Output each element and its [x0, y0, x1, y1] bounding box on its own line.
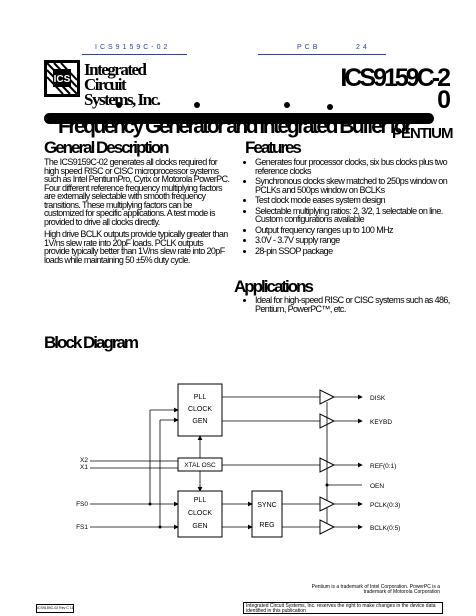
input-oen-label: OEN [370, 483, 384, 490]
feature-item: Generates four processor clocks, six bus… [255, 158, 451, 176]
input-x2-label: X2 [80, 457, 88, 464]
ics-logo-icon: ICS [44, 60, 80, 97]
features-heading: Features [245, 138, 302, 157]
pll-top-line-2: CLOCK [188, 406, 212, 413]
applications-heading: Applications [234, 277, 314, 296]
header-rule-left [82, 54, 187, 55]
disclaimer-box: Integrated Circuit Systems, Inc. reserve… [243, 602, 443, 614]
output-keybd-label: KEYBD [370, 419, 392, 426]
junction-dot [325, 483, 329, 487]
feature-item: 3.0V - 3.7V supply range [255, 236, 451, 245]
title-dot [284, 102, 290, 108]
applications-list: Ideal for high-speed RISC or CISC system… [245, 296, 451, 315]
sync-reg-box [251, 490, 283, 538]
part-number-line-2: 0 [437, 86, 451, 114]
ics-logo: ICS [44, 60, 80, 97]
logo-text: ICS [54, 74, 71, 85]
pll-bottom-line-1: PLL [194, 497, 207, 504]
feature-item: Test clock mode eases system design [255, 196, 451, 205]
input-fs0-label: FS0 [76, 501, 88, 508]
title-underline-bar [44, 113, 434, 124]
pll-bottom-line-2: CLOCK [188, 510, 212, 517]
pcb-label: PCB [297, 44, 321, 51]
pentium-title: PENTIUM [392, 125, 453, 142]
pll-top-line-3: GEN [192, 418, 207, 425]
pcb-value: 24 [356, 44, 370, 51]
feature-item: Synchronous clocks skew matched to 250ps… [255, 177, 451, 195]
buffer-disk-icon [319, 389, 336, 405]
trademark-note: Pentium is a trademark of Intel Corporat… [311, 584, 440, 595]
revision-box: ICS9159C-02 Rev C 11/07/97 [36, 604, 74, 613]
features-list: Generates four processor clocks, six bus… [245, 158, 451, 257]
pll-bottom-line-3: GEN [192, 523, 207, 530]
title-dot [327, 104, 333, 110]
title-dot [194, 102, 200, 108]
feature-item: Output frequency ranges up to 100 MHz [255, 225, 451, 235]
part-number: ICS9159C-2 0 [308, 64, 451, 114]
feature-item: 28-pin SSOP package [255, 246, 451, 256]
general-description-heading: General Description [44, 138, 170, 157]
xtal-osc-label: XTAL OSC [184, 462, 216, 469]
part-number-line-1: ICS9159C-2 [340, 64, 451, 92]
company-name: Integrated Circuit Systems, Inc. [84, 60, 161, 109]
company-line-3: Systems, Inc. [84, 90, 161, 109]
general-description-paragraph-1: The ICS9159C-02 generates all clocks req… [44, 157, 230, 227]
buffer-bclk-icon [319, 519, 336, 535]
buffer-pclk-icon [319, 496, 336, 512]
page-title: Frequency Generator and Integrated Buffe… [58, 115, 412, 138]
general-description-paragraph-2: High drive BCLK outputs provide typicall… [44, 229, 228, 265]
output-disk-label: DISK [370, 395, 386, 402]
header-rule-right [258, 54, 386, 55]
output-pclk-label: PCLK(0:3) [370, 502, 400, 509]
title-dot [116, 102, 122, 108]
junction-dot [158, 525, 162, 529]
junction-dot [148, 502, 152, 506]
company-line-1: Integrated [84, 60, 147, 79]
company-line-2: Circuit [84, 75, 127, 94]
input-x1-label: X1 [80, 464, 88, 471]
input-fs1-label: FS1 [76, 524, 88, 531]
application-item: Ideal for high-speed RISC or CISC system… [255, 296, 451, 314]
block-diagram: PLL CLOCK GEN XTAL OSC PLL CLOCK GEN SYN… [76, 383, 400, 538]
sync-reg-line-1: SYNC [257, 502, 276, 509]
pll-top-line-1: PLL [194, 394, 207, 401]
sync-reg-line-2: REG [259, 522, 274, 529]
general-description-body: The ICS9159C-02 generates all clocks req… [44, 157, 230, 265]
output-bclk-label: BCLK(0:5) [370, 525, 400, 532]
output-ref-label: REF(0:1) [370, 463, 396, 470]
document-reference: ICS9159C-02 [95, 44, 171, 51]
block-diagram-heading: Block Diagram [44, 333, 139, 352]
feature-item: Selectable multiplying ratios: 2, 3/2, 1… [255, 206, 451, 224]
